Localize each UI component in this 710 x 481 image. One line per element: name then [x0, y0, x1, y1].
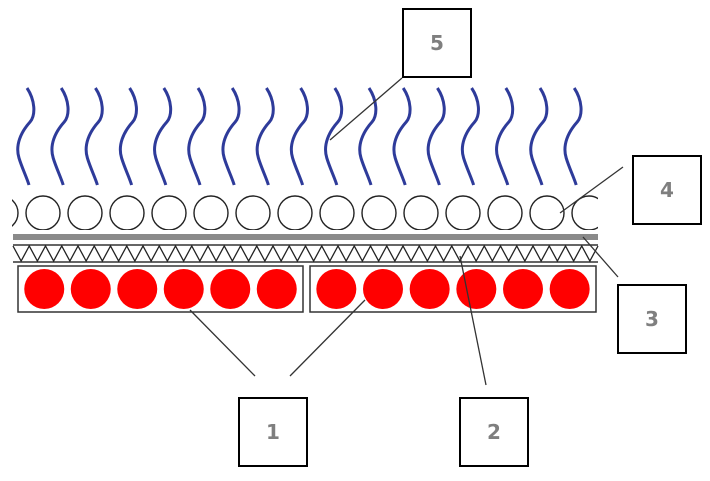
- open-circle: [403, 195, 439, 230]
- wavy-chain: [563, 87, 583, 186]
- leader-line-2: [459, 255, 487, 386]
- red-particle: [24, 269, 65, 309]
- leader-lines: [189, 77, 624, 386]
- wavy-chain: [460, 87, 480, 186]
- open-circle: [151, 195, 187, 230]
- wavy-chain-layer: [16, 87, 583, 186]
- label-2-text: 2: [487, 420, 501, 444]
- leader-line-4: [559, 166, 624, 214]
- wavy-chain: [324, 87, 344, 186]
- leader-line-1a: [189, 309, 256, 377]
- wavy-chain: [358, 87, 378, 186]
- label-box-5: 5: [402, 8, 472, 78]
- open-circle: [12, 199, 19, 227]
- red-group-box: [309, 265, 597, 313]
- zigzag-band-layer: [12, 244, 599, 263]
- wavy-chain: [255, 87, 275, 186]
- wavy-chain: [221, 87, 241, 186]
- zigzag-line: [12, 244, 599, 263]
- wavy-chain: [153, 87, 173, 186]
- leader-line-3: [582, 236, 619, 278]
- leader-line-1b: [289, 299, 366, 377]
- wavy-chain: [84, 87, 104, 186]
- red-particle: [210, 269, 251, 309]
- open-circle: [571, 195, 598, 230]
- open-circle: [487, 195, 523, 230]
- red-particle: [256, 269, 297, 309]
- label-box-1: 1: [238, 397, 308, 467]
- wavy-chain: [50, 87, 70, 186]
- red-particle: [117, 269, 158, 309]
- open-circle: [361, 195, 397, 230]
- open-circle: [445, 195, 481, 230]
- wavy-chain: [289, 87, 309, 186]
- red-particle: [549, 269, 590, 309]
- wavy-chain: [118, 87, 138, 186]
- red-particle: [409, 269, 450, 309]
- wavy-chain: [16, 87, 36, 186]
- open-circle: [25, 195, 61, 230]
- label-4-text: 4: [660, 178, 674, 202]
- red-particle: [70, 269, 111, 309]
- wavy-chain: [426, 87, 446, 186]
- open-circle: [193, 195, 229, 230]
- red-group-box: [17, 265, 304, 313]
- wavy-chain: [187, 87, 207, 186]
- label-box-4: 4: [632, 155, 702, 225]
- wavy-chain: [495, 87, 515, 186]
- open-circle: [277, 195, 313, 230]
- label-1-text: 1: [266, 420, 280, 444]
- open-circle-layer: [12, 195, 598, 230]
- open-circle: [235, 195, 271, 230]
- red-particle: [316, 269, 357, 309]
- label-3-text: 3: [645, 307, 659, 331]
- open-circle: [529, 195, 565, 230]
- leader-line-5: [329, 77, 403, 141]
- red-particle: [456, 269, 497, 309]
- wavy-chain: [392, 87, 412, 186]
- red-particle: [503, 269, 543, 309]
- red-particle: [363, 269, 403, 309]
- gray-bar-layer: [13, 234, 598, 240]
- label-box-2: 2: [459, 397, 529, 467]
- open-circle: [67, 195, 103, 230]
- open-circle: [109, 195, 145, 230]
- wavy-chain: [529, 87, 549, 186]
- label-box-3: 3: [617, 284, 687, 354]
- red-particle: [163, 269, 204, 309]
- red-particle-layer: [17, 265, 597, 313]
- open-circle: [319, 195, 355, 230]
- label-5-text: 5: [430, 31, 444, 55]
